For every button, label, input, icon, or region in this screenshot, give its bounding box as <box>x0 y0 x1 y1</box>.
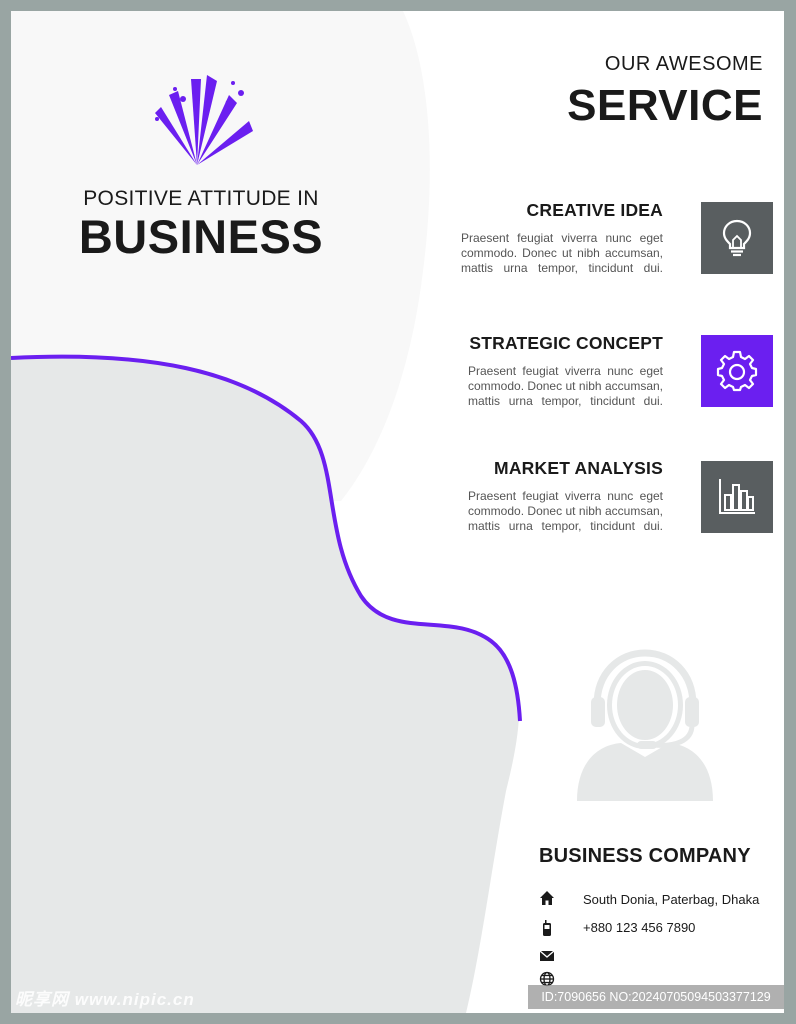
heading-small: OUR AWESOME <box>604 53 763 75</box>
gear-icon-box <box>701 335 773 407</box>
tagline-top: POSITIVE ATTITUDE IN <box>83 187 319 210</box>
service-market-analysis: MARKET ANALYSIS Praesent feugiat viverra… <box>403 458 663 535</box>
service-description: Praesent feugiat viverra nunc eget commo… <box>468 489 663 534</box>
mail-icon <box>539 950 555 961</box>
globe-icon <box>539 971 555 987</box>
lightbulb-icon <box>722 219 752 257</box>
home-icon <box>540 891 554 905</box>
customer-support-icon <box>577 649 713 801</box>
service-creative-idea: CREATIVE IDEA Praesent feugiat viverra n… <box>403 200 663 277</box>
phone-icon <box>543 920 551 936</box>
burst-logo-icon <box>155 75 253 165</box>
watermark-id: ID:7090656 NO:20240705094503377129 <box>528 985 784 1009</box>
service-title: MARKET ANALYSIS <box>494 458 663 478</box>
flyer-page: POSITIVE ATTITUDE IN BUSINESS OUR AWESOM… <box>11 11 784 1013</box>
service-title: CREATIVE IDEA <box>526 200 663 220</box>
service-strategic-concept: STRATEGIC CONCEPT Praesent feugiat viver… <box>403 333 663 410</box>
background-shapes <box>11 11 522 1013</box>
gray-wave-shape <box>11 356 520 1013</box>
purple-wave-line <box>11 354 522 722</box>
tagline-main: BUSINESS <box>78 210 324 263</box>
lightbulb-icon-box <box>701 202 773 274</box>
contact-address: South Donia, Paterbag, Dhaka <box>583 892 760 907</box>
watermark-site: 昵享网 www.nipic.cn <box>15 990 195 1009</box>
service-description: Praesent feugiat viverra nunc eget commo… <box>461 231 663 276</box>
contact-phone: +880 123 456 7890 <box>583 920 696 935</box>
bar-chart-icon-box <box>701 461 773 533</box>
bar-chart-icon <box>719 479 755 514</box>
heading-big: SERVICE <box>567 81 763 130</box>
service-description: Praesent feugiat viverra nunc eget commo… <box>468 364 663 409</box>
gear-icon <box>716 350 758 392</box>
company-name: BUSINESS COMPANY <box>539 845 751 867</box>
service-title: STRATEGIC CONCEPT <box>469 333 663 353</box>
